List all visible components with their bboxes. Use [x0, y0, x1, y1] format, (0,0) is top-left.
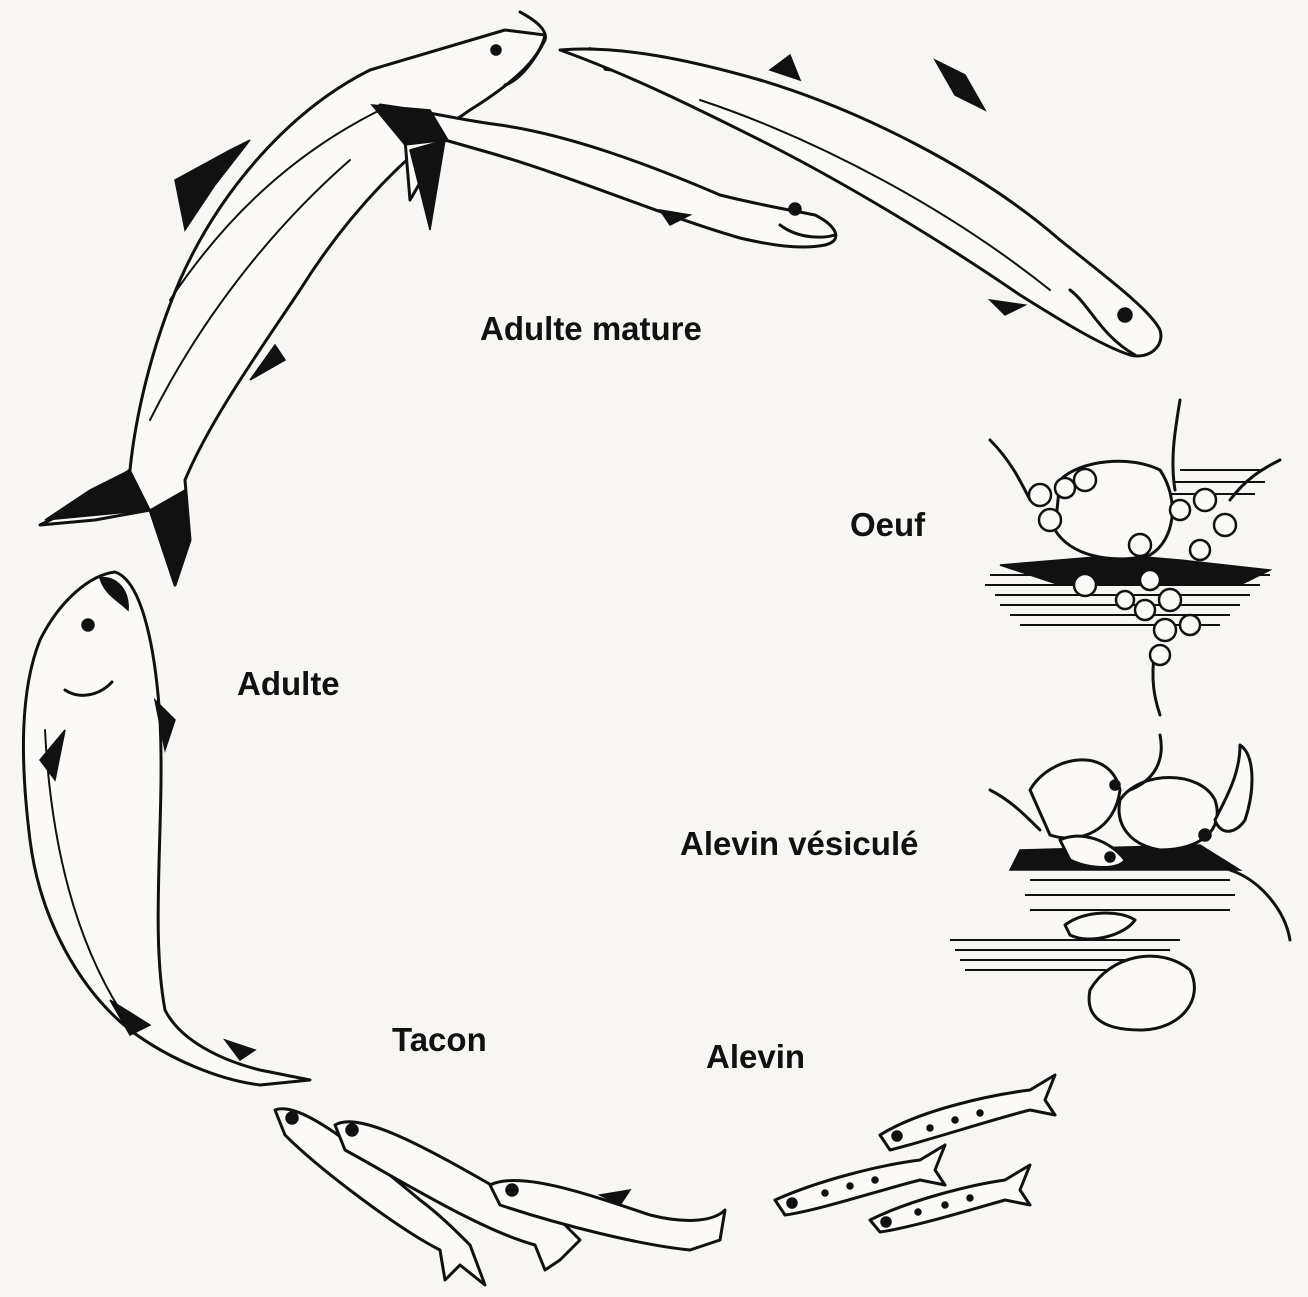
stage-label-oeuf: Oeuf — [850, 508, 925, 541]
stage-label-alevin: Alevin — [706, 1040, 805, 1073]
stage-label-adulte: Adulte — [237, 667, 340, 700]
eggs-in-gravel-illustration — [985, 400, 1280, 715]
adult-fish-illustration — [23, 572, 310, 1085]
leaping-adult-fish-illustration — [40, 12, 545, 585]
fry-fish-illustration — [775, 1075, 1055, 1232]
yolk-sac-fry-illustration — [950, 735, 1290, 1030]
stage-label-adulte-mature: Adulte mature — [480, 312, 702, 345]
parr-fish-illustration — [275, 1109, 725, 1285]
stage-label-alevin-vesicule: Alevin vésiculé — [680, 827, 918, 860]
stage-label-tacon: Tacon — [392, 1023, 487, 1056]
